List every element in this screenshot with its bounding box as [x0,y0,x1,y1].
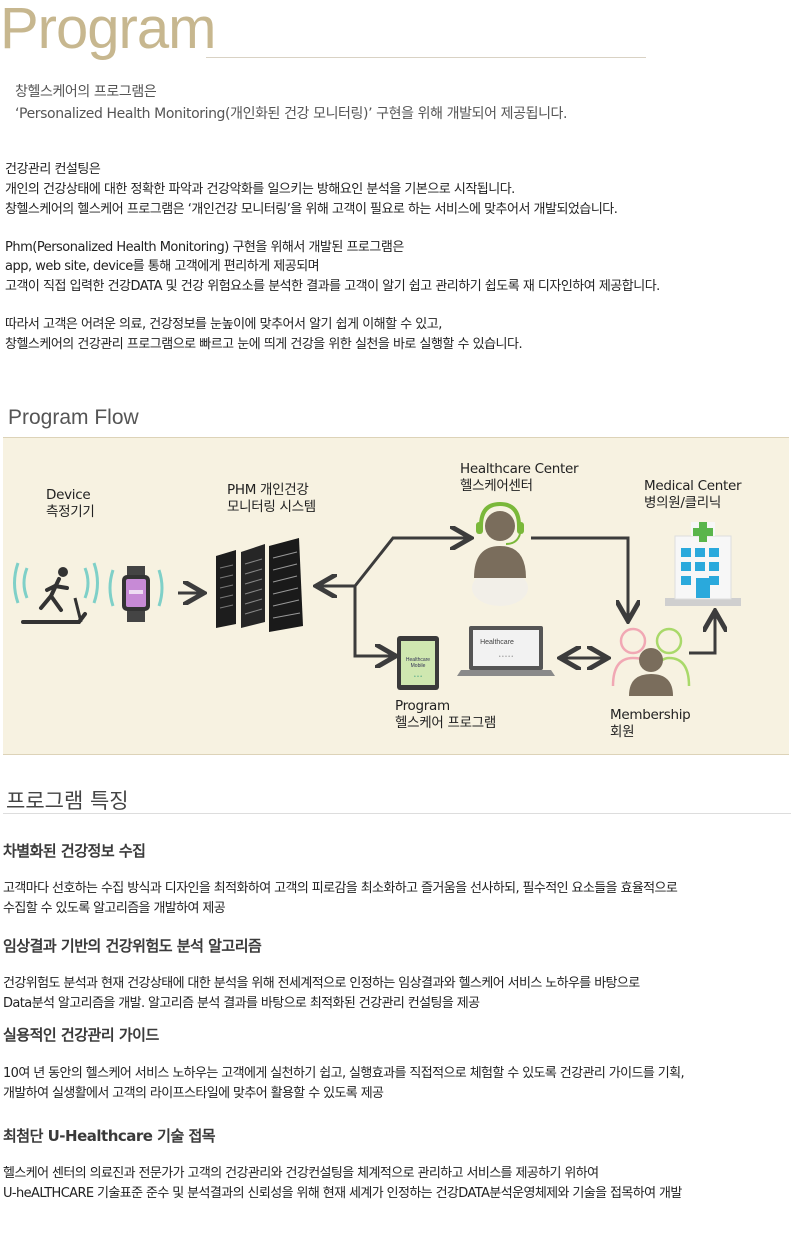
features-title: 프로그램 특징 [6,789,129,813]
paragraph-2-line-2: app, web site, device를 통해 고객에게 편리하게 제공되며 [5,259,320,274]
feature-1-heading: 차별화된 건강정보 수집 [3,842,146,860]
arrow-membership-to-hospital [689,614,715,655]
tablet-text-2: Mobile [411,663,426,669]
medical-center-label: Medical Center 병의원/클리닉 [644,478,742,511]
healthcare-center-label: Healthcare Center 헬스케어센터 [460,461,579,494]
feature-3-line-1: 10여 년 동안의 헬스케어 서비스 노하우는 고객에게 실천하기 쉽고, 실행… [3,1066,685,1081]
program-label: Program 헬스케어 프로그램 [395,698,496,731]
feature-2-line-1: 건강위험도 분석과 현재 건강상태에 대한 분석을 위해 전세계적으로 인정하는… [3,976,640,991]
arrow-to-healthcare-center [353,538,468,587]
phm-label: PHM 개인건강 모니터링 시스템 [227,482,316,515]
laptop-icon: Healthcare • • • • • [457,626,555,676]
membership-label: Membership 회원 [610,707,691,740]
paragraph-1-line-2: 개인의 건강상태에 대한 정확한 파악과 건강악화를 일으키는 방해요인 분석을… [5,182,515,197]
feature-4-line-2: U-heALTHCARE 기술표준 준수 및 분석결과의 신뢰성을 위해 현재 … [3,1186,682,1201]
headset-agent-icon [472,501,528,606]
features-divider [3,813,791,814]
paragraph-3-line-2: 창헬스케어의 건강관리 프로그램으로 빠르고 눈에 띄게 건강을 위한 실천을 … [5,337,523,352]
laptop-screen-text: Healthcare [480,639,514,646]
feature-3-heading: 실용적인 건강관리 가이드 [3,1026,159,1044]
page-title: Program [0,0,216,61]
paragraph-1-line-1: 건강관리 컨설팅은 [5,162,101,177]
feature-3-line-2: 개발하여 실생활에서 고객의 라이프스타일에 맞추어 활용할 수 있도록 제공 [3,1086,384,1101]
hospital-icon [665,522,741,606]
feature-2-line-2: Data분석 알고리즘을 개발. 알고리즘 분석 결과를 바탕으로 최적화된 건… [3,996,480,1011]
runner-icon [13,562,99,624]
feature-1-line-2: 수집할 수 있도록 알고리즘을 개발하여 제공 [3,901,226,916]
tablet-text-1: Healthcare [406,657,430,663]
members-icon [611,627,691,696]
program-flow-diagram: Device 측정기기 PHM 개인건강 모니터링 시스템 Healthcare… [3,437,789,755]
laptop-screen-dots: • • • • • [499,654,514,660]
paragraph-3-line-1: 따라서 고객은 어려운 의료, 건강정보를 눈높이에 맞추어서 알기 쉽게 이해… [5,317,442,332]
tablet-icon: Healthcare Mobile • • • [397,636,439,690]
intro-line-2: ‘Personalized Health Monitoring(개인화된 건강 … [15,106,568,122]
smartwatch-icon [108,566,164,622]
intro-line-1: 창헬스케어의 프로그램은 [15,84,157,100]
arrow-center-to-membership [531,536,628,618]
flow-graphics: Healthcare Mobile • • • Healthcare • • •… [13,501,741,696]
paragraph-1-line-3: 창헬스케어의 헬스케어 프로그램은 ‘개인건강 모니터링’을 위해 고객이 필요… [5,202,618,217]
title-divider [206,57,646,58]
arrow-to-program [353,586,393,656]
feature-1-line-1: 고객마다 선호하는 수집 방식과 디자인을 최적화하여 고객의 피로감을 최소화… [3,881,678,896]
feature-4-line-1: 헬스케어 센터의 의료진과 전문가가 고객의 건강관리와 건강컨설팅을 체계적으… [3,1166,599,1181]
program-flow-title: Program Flow [8,406,139,429]
device-label: Device 측정기기 [46,487,95,520]
tablet-dots: • • • [414,674,422,680]
feature-2-heading: 임상결과 기반의 건강위험도 분석 알고리즘 [3,937,262,955]
feature-4-heading: 최첨단 U-Healthcare 기술 접목 [3,1127,216,1145]
paragraph-2-line-3: 고객이 직접 입력한 건강DATA 및 건강 위험요소를 분석한 결과를 고객이… [5,279,660,294]
server-icon [216,538,303,632]
paragraph-2-line-1: Phm(Personalized Health Monitoring) 구현을 … [5,240,404,255]
